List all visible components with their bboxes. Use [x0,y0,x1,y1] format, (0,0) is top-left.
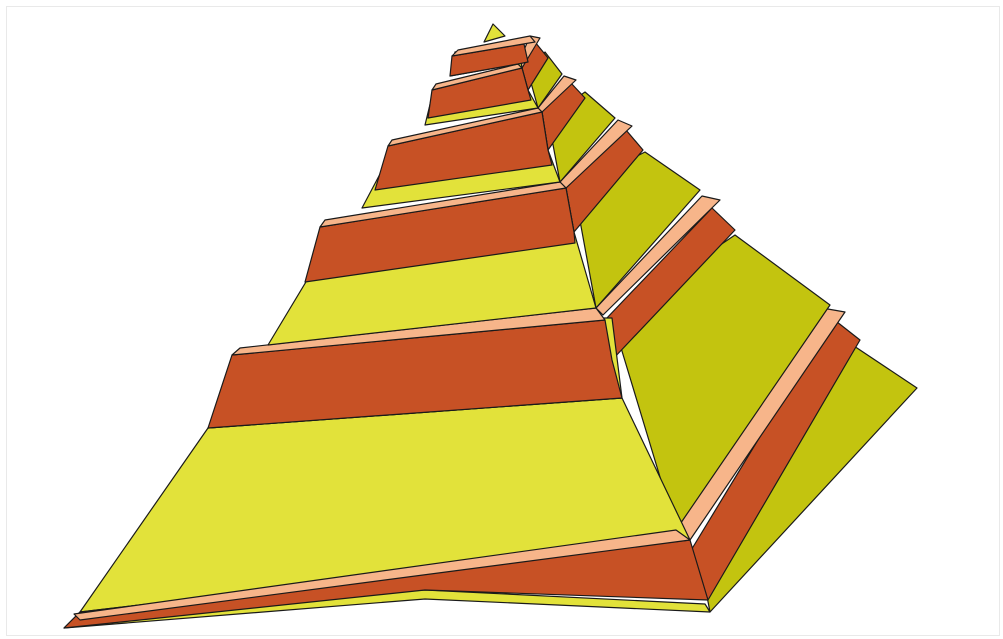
apex-tip [484,24,505,42]
